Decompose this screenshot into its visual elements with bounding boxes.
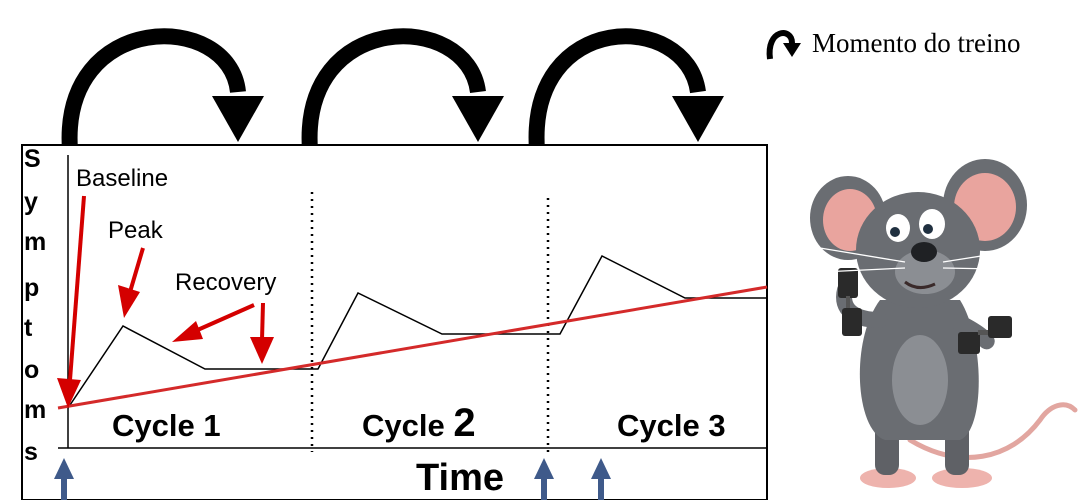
mouse-illustration xyxy=(810,159,1078,488)
y-axis-letter: m xyxy=(24,396,46,424)
time-marker-arrow-icon xyxy=(54,458,74,500)
training-arrow-icon xyxy=(61,28,264,151)
training-arrow-icon xyxy=(301,28,504,151)
peak-arrow-icon xyxy=(118,247,145,318)
y-axis-label: S y m p t o m s xyxy=(24,145,46,466)
y-axis-letter: o xyxy=(24,356,39,384)
training-arrow-icon xyxy=(528,28,724,151)
annotation-arrows xyxy=(57,195,274,408)
cycle-label: Cycle 1 xyxy=(112,408,221,443)
y-axis-letter: p xyxy=(24,274,39,302)
recovery-arrow-icon xyxy=(250,302,274,364)
y-axis-letter: s xyxy=(24,438,38,466)
y-axis-letter: S xyxy=(24,145,41,173)
y-axis-letter: y xyxy=(24,188,38,216)
training-arrows xyxy=(61,28,724,151)
legend: Momento do treino xyxy=(762,18,1020,68)
legend-text: Momento do treino xyxy=(812,27,1021,58)
recovery-arrow-icon xyxy=(172,303,255,342)
baseline-arrow-icon xyxy=(57,195,86,408)
curved-arrow-icon xyxy=(766,30,801,60)
time-marker-arrow-icon xyxy=(591,458,611,500)
symptom-curve xyxy=(67,255,767,409)
trend-line xyxy=(57,285,768,410)
time-markers xyxy=(54,458,611,500)
y-axis-letter: t xyxy=(24,314,33,342)
cycle-label: Cycle 3 xyxy=(617,408,726,443)
baseline-label: Baseline xyxy=(76,165,168,192)
chart-frame xyxy=(21,144,768,500)
time-marker-arrow-icon xyxy=(534,458,554,500)
cycle-label: Cycle 2 xyxy=(362,401,476,445)
peak-label: Peak xyxy=(108,217,164,244)
y-axis-letter: m xyxy=(24,228,46,256)
x-axis-label: Time xyxy=(416,457,504,499)
recovery-label: Recovery xyxy=(175,269,276,296)
